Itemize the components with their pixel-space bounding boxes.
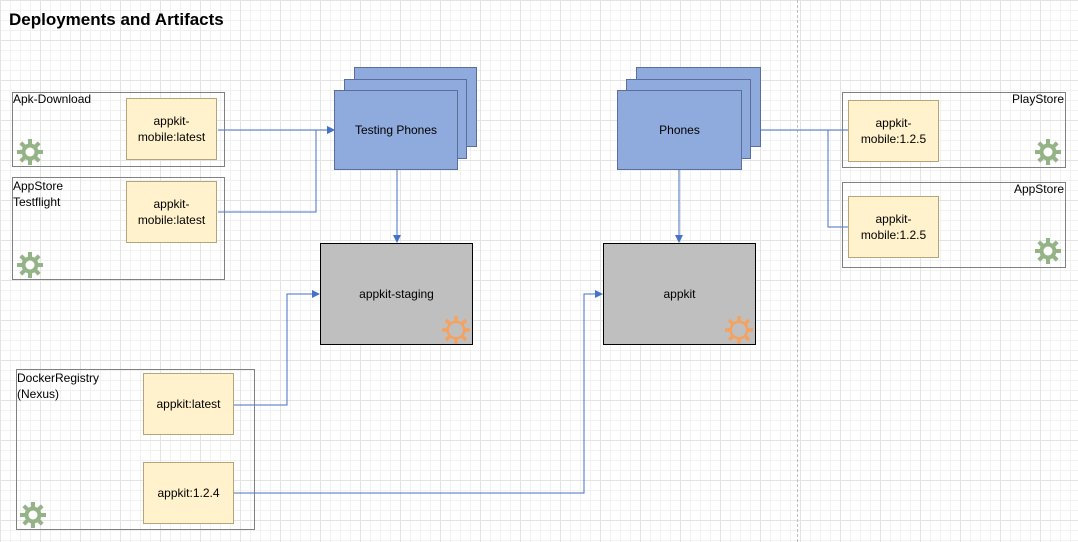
gear-icon [17,252,43,278]
device-label: Phones [659,123,700,137]
artifact-testflight-latest[interactable]: appkit- mobile:latest [126,181,217,243]
container-label: PlayStore [1011,92,1064,106]
gear-icon [1035,238,1061,264]
page-break-divider [797,0,798,542]
artifact-playstore-125[interactable]: appkit- mobile:1.2.5 [848,100,939,162]
appstore-testflight-container[interactable]: AppStore Testflight [12,177,225,280]
container-label: DockerRegistry (Nexus) [17,371,100,401]
container-label: AppStore [1013,182,1064,196]
apk-download-container[interactable]: Apk-Download [12,92,225,167]
gear-icon [725,316,753,344]
server-label: appkit [663,287,696,301]
artifact-appkit-124[interactable]: appkit:1.2.4 [143,462,234,524]
docker-registry-container[interactable]: DockerRegistry (Nexus) [16,369,255,530]
appstore-container[interactable]: AppStore [842,182,1066,268]
page-title: Deployments and Artifacts [9,10,224,29]
appkit-server[interactable]: appkit [603,243,756,345]
connector-appstore-to-phones [827,130,848,228]
artifact-appstore-125[interactable]: appkit- mobile:1.2.5 [848,196,939,258]
artifact-appkit-latest[interactable]: appkit:latest [143,373,234,435]
connector-testflight-to-testing-phones [218,126,335,213]
gear-icon [1035,139,1061,165]
playstore-container[interactable]: PlayStore [842,92,1066,168]
container-label: Apk-Download [13,92,92,106]
appkit-staging-server[interactable]: appkit-staging [320,243,473,345]
phones-node[interactable]: Phones [617,90,742,170]
container-label: AppStore Testflight [13,179,64,209]
connector-appkit-latest-to-staging [234,290,320,406]
gear-icon [442,316,470,344]
connector-appkit-124-to-appkit [234,290,603,494]
gear-icon [20,502,46,528]
server-label: appkit-staging [359,287,434,301]
gear-icon [17,139,43,165]
testing-phones-node[interactable]: Testing Phones [334,90,458,170]
artifact-apk-latest[interactable]: appkit- mobile:latest [126,98,217,160]
device-label: Testing Phones [354,123,438,137]
